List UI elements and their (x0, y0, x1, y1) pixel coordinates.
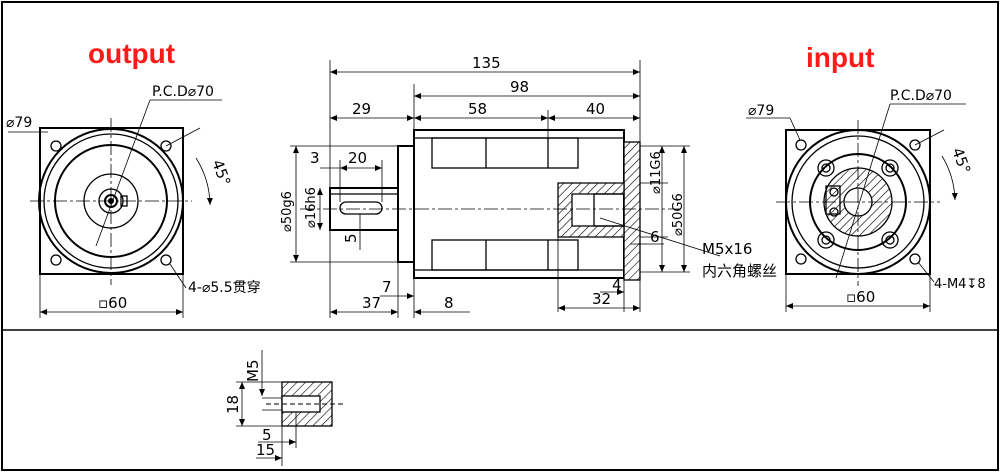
input-label: input (806, 42, 875, 73)
dim-offset-4: 4 (612, 276, 622, 294)
detail-height: 18 (224, 395, 242, 414)
input-angle: 45° (948, 145, 974, 176)
output-pcd: P.C.D⌀70 (152, 84, 214, 100)
output-end-view (8, 99, 222, 318)
coupling-detail-view (236, 350, 346, 466)
output-holes: 4-⌀5.5贯穿 (188, 280, 261, 296)
dim-section-b: 40 (586, 100, 605, 118)
dim-flange-thk: 7 (382, 278, 392, 296)
dim-bore-depth: 32 (592, 290, 611, 308)
detail-depth: 5 (262, 426, 272, 444)
dim-overall: 135 (472, 54, 501, 72)
output-outer-dia: ⌀79 (6, 115, 32, 131)
dim-gap: 8 (444, 294, 454, 312)
output-angle: 45° (208, 157, 234, 188)
dim-input-pilot: ⌀50G6 (671, 193, 686, 236)
dim-shaft-dia: ⌀16h6 (304, 187, 319, 228)
dim-key-offset: 3 (310, 149, 320, 167)
output-label: output (88, 38, 176, 69)
dim-shaft-len: 37 (362, 294, 381, 312)
dim-key-length: 20 (348, 149, 367, 167)
dim-flange-to-body: 29 (352, 100, 371, 118)
dim-shaft-pilot: ⌀50g6 (280, 191, 295, 232)
detail-length: 15 (256, 441, 275, 459)
dim-recess: 6 (650, 228, 660, 246)
screw-note: 内六角螺丝 (702, 262, 777, 280)
dim-key-width: 5 (342, 233, 360, 243)
input-end-view (746, 103, 966, 312)
input-square: ▫60 (846, 288, 875, 306)
dim-input-bore: ⌀11G6 (649, 151, 664, 194)
output-square: ▫60 (98, 294, 127, 312)
side-view (290, 60, 721, 318)
input-outer-dia: ⌀79 (748, 103, 774, 119)
dim-section-a: 58 (468, 100, 487, 118)
detail-thread: M5 (244, 360, 262, 383)
input-pcd: P.C.D⌀70 (890, 88, 952, 104)
dim-body: 98 (510, 78, 529, 96)
screw-spec: M5x16 (702, 240, 752, 258)
input-holes: 4-M4↧8 (934, 277, 986, 292)
